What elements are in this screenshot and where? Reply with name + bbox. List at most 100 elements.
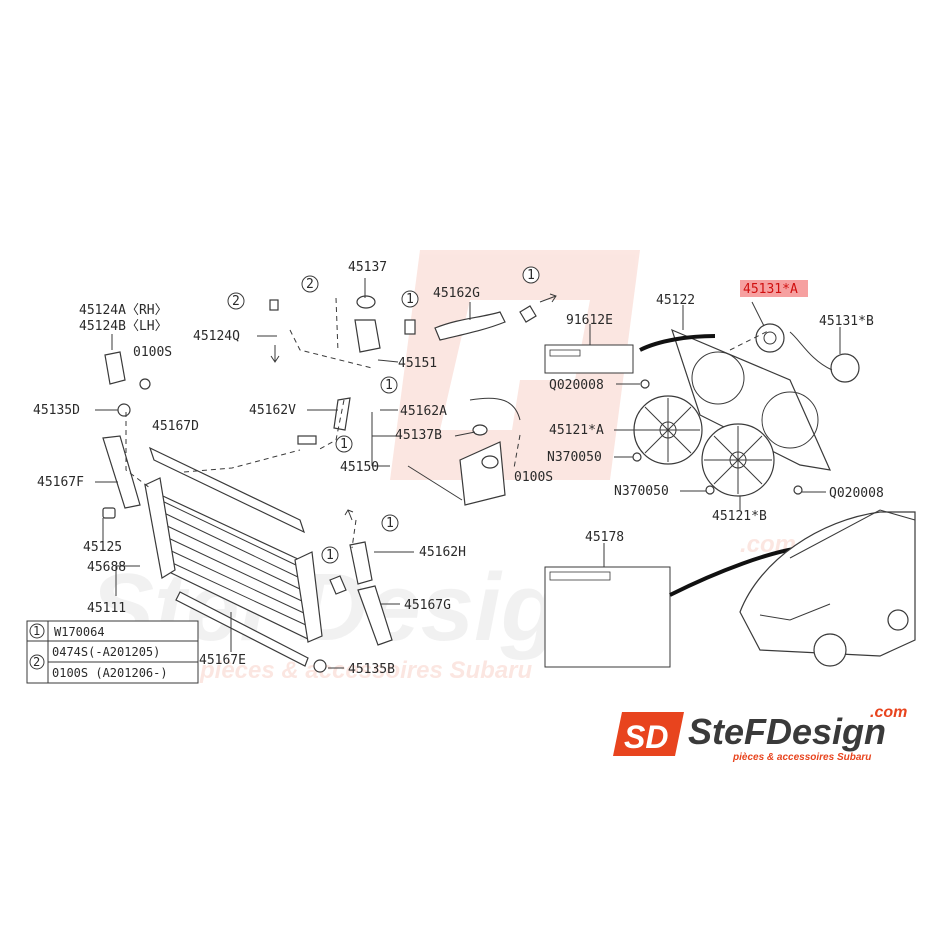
- upper-hose: [434, 305, 537, 341]
- dashed-guide-2: [183, 449, 301, 473]
- dashed-guide-4: [729, 329, 771, 351]
- label-45121b: 45121*B: [712, 509, 767, 524]
- nut-b: [705, 485, 715, 495]
- logo-badge: [613, 712, 684, 756]
- car-illustration: [739, 509, 916, 667]
- tank-cap: [472, 424, 488, 436]
- mount-bushing-lower: [313, 659, 327, 673]
- fan-blade-a: [633, 395, 703, 465]
- svg-text:1: 1: [406, 292, 414, 307]
- warning-label-box: [544, 566, 671, 668]
- label-45137: 45137: [348, 260, 387, 275]
- dashed-guide-7: [335, 297, 339, 353]
- label-45131a: 45131*A: [743, 282, 798, 297]
- label-45131b: 45131*B: [819, 314, 874, 329]
- svg-text:2: 2: [232, 294, 240, 309]
- callout-1-e: 1: [381, 514, 399, 532]
- label-45688: 45688: [87, 560, 126, 575]
- brand-logo: SD SteFDesign .com pièces & accessoires …: [613, 704, 907, 763]
- callout-2-b: 2: [227, 292, 245, 310]
- callout-1-b: 1: [522, 266, 540, 284]
- callout-2-a: 2: [301, 275, 319, 293]
- radiator-lower-bracket: [175, 591, 309, 667]
- label-45124b: 45124B〈LH〉: [79, 319, 168, 334]
- svg-text:1: 1: [527, 268, 535, 283]
- legend-key-2: 2: [33, 655, 40, 669]
- leader-lines: [95, 278, 841, 669]
- label-45150: 45150: [340, 460, 379, 475]
- thermostat-housing: [354, 319, 381, 353]
- dashed-guide-5: [125, 412, 151, 489]
- arrow-3: [344, 509, 354, 521]
- dashed-guide-3: [317, 399, 345, 451]
- radiator-drain-plug: [102, 507, 116, 519]
- radiator-bracket: [104, 351, 151, 390]
- label-45137b: 45137B: [395, 428, 442, 443]
- label-q020008-b: Q020008: [829, 486, 884, 501]
- lower-hose: [329, 541, 373, 595]
- label-0100s-mid: 0100S: [514, 470, 553, 485]
- svg-text:1: 1: [340, 437, 348, 452]
- side-seal-left: [102, 435, 141, 509]
- callout-1-f: 1: [321, 546, 339, 564]
- label-45124q: 45124Q: [193, 329, 240, 344]
- label-45124a: 45124A〈RH〉: [79, 303, 168, 318]
- hose-clamp-v: [297, 435, 317, 445]
- overflow-hose: [333, 397, 521, 431]
- label-45162v: 45162V: [249, 403, 296, 418]
- fan-motor-a: [755, 323, 785, 353]
- label-91612e: 91612E: [566, 313, 613, 328]
- dashed-guide-1: [289, 329, 373, 369]
- label-45122: 45122: [656, 293, 695, 308]
- legend-key-1: 1: [33, 624, 40, 638]
- part-labels: 45137 45162G 45124A〈RH〉 45124B〈LH〉 45124…: [33, 260, 884, 677]
- label-45135d: 45135D: [33, 403, 80, 418]
- label-n370050-a: N370050: [547, 450, 602, 465]
- caution-label-box: [544, 344, 634, 374]
- legend-table: 1 W170064 2 0474S(-A201205) 0100S (A2012…: [26, 620, 199, 684]
- watermark-sub-text: pièces & accessoires Subaru: [199, 657, 533, 684]
- label-45167d: 45167D: [152, 419, 199, 434]
- label-45162a: 45162A: [400, 404, 447, 419]
- logo-name: SteFDesign: [688, 711, 886, 752]
- callout-1-a: 1: [401, 290, 419, 308]
- nut-a: [632, 452, 642, 462]
- watermark-sd-shape: [390, 250, 640, 480]
- label-45111: 45111: [87, 601, 126, 616]
- radiator-cap: [356, 295, 376, 309]
- logo-com: .com: [870, 704, 907, 721]
- label-0100s-top: 0100S: [133, 345, 172, 360]
- arrow-1: [270, 345, 280, 363]
- svg-text:1: 1: [385, 378, 393, 393]
- legend-value-2: 0474S(-A201205): [52, 645, 160, 659]
- label-45125: 45125: [83, 540, 122, 555]
- callout-1-d: 1: [335, 435, 353, 453]
- label-45167g: 45167G: [404, 598, 451, 613]
- radiator-core: [144, 477, 323, 643]
- label-45151: 45151: [398, 356, 437, 371]
- label-45121a: 45121*A: [549, 423, 604, 438]
- label-n370050-b: N370050: [614, 484, 669, 499]
- label-45135b: 45135B: [348, 662, 395, 677]
- label-45162g: 45162G: [433, 286, 480, 301]
- hose-clamp-upper: [404, 319, 416, 335]
- svg-text:2: 2: [306, 277, 314, 292]
- side-seal-right: [357, 585, 393, 646]
- watermark-sd-cut: [440, 300, 590, 430]
- svg-text:1: 1: [386, 516, 394, 531]
- callout-1-c: 1: [380, 376, 398, 394]
- bolt-a: [640, 379, 650, 389]
- watermark: SteFDesign pièces & accessoires Subaru .…: [90, 250, 796, 684]
- dashed-guide-8: [513, 434, 521, 469]
- pointer-arrow-label: [639, 334, 716, 352]
- dashed-guide-6: [351, 519, 357, 549]
- logo-tagline: pièces & accessoires Subaru: [732, 752, 871, 763]
- callouts: 2 2 1 1 1 1 1 1: [227, 266, 540, 564]
- label-45167f: 45167F: [37, 475, 84, 490]
- air-bleed-plug: [269, 299, 279, 311]
- svg-text:1: 1: [326, 548, 334, 563]
- mount-bushing-upper: [117, 403, 131, 417]
- fan-motor-b: [789, 331, 860, 383]
- legend-value-1: W170064: [54, 625, 105, 639]
